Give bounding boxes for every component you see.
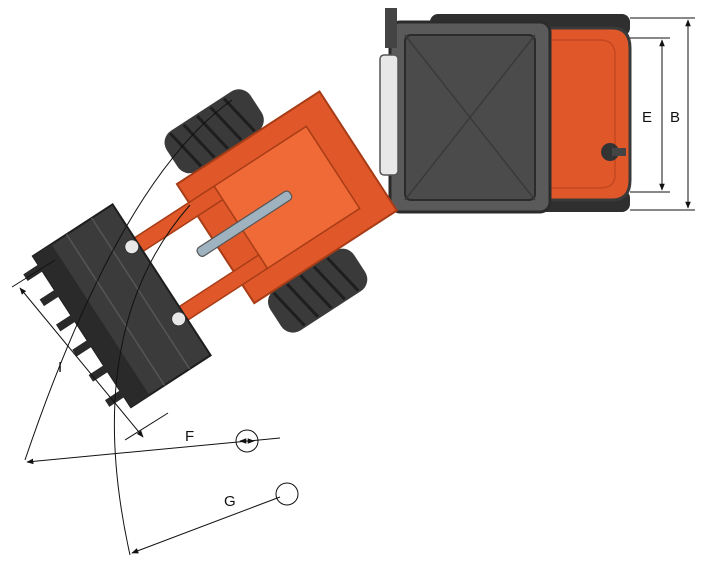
dim-i-line [19,287,144,438]
bucket [23,203,213,409]
center-g-icon [275,482,299,506]
exhaust-cap-icon [601,143,619,161]
operator-cab [379,8,552,214]
dim-i-ext-bottom [124,412,169,441]
front-tire-right [268,248,368,333]
center-f-icon [235,429,259,453]
label-f: F [185,428,194,445]
label-i: I [58,359,62,376]
dimension-lines [11,17,695,556]
front-frame [23,89,399,409]
wheel-loader-illustration [23,8,632,409]
dim-f-line [26,437,281,465]
label-b: B [670,109,680,126]
label-e: E [642,109,652,126]
label-g: G [224,493,236,510]
dim-g-line [131,496,281,554]
dim-i-ext-top [11,259,56,288]
